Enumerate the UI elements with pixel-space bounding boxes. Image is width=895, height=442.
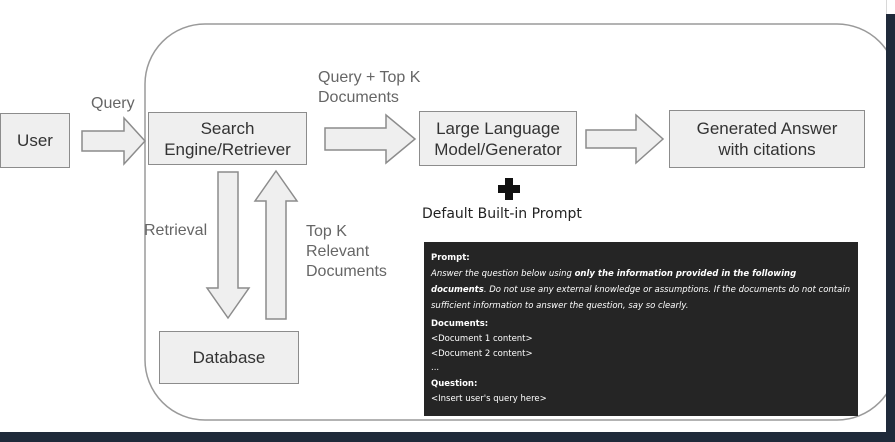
prompt-instruction: Answer the question below using only the… — [431, 266, 852, 314]
query-topk-label-line2: Documents — [318, 89, 399, 106]
topk-relevant-line1: Top K — [306, 223, 347, 240]
window-edge-bottom — [0, 432, 895, 442]
arrow-retrieval-down — [205, 171, 251, 320]
topk-relevant-line2: Relevant — [306, 243, 370, 260]
document-2-placeholder: <Document 2 content> — [431, 349, 533, 359]
prompt-panel: Prompt: Answer the question below using … — [424, 242, 858, 416]
search-engine-label-line1: Search — [200, 118, 255, 138]
prompt-heading: Prompt: — [431, 253, 470, 263]
question-placeholder: <Insert user's query here> — [431, 394, 547, 404]
window-edge-right — [886, 0, 895, 442]
instruction-emphasis: only the information provided in the fol… — [431, 269, 797, 295]
arrow-topk-up — [253, 169, 299, 320]
topk-relevant-label: Top K Relevant Documents — [306, 222, 387, 282]
arrow-search-to-llm — [324, 113, 417, 165]
llm-node: Large Language Model/Generator — [419, 111, 577, 166]
answer-label-line2: with citations — [718, 140, 816, 159]
retrieval-label: Retrieval — [144, 222, 208, 239]
documents-ellipsis: ... — [431, 363, 440, 373]
search-engine-label-line2: Engine/Retriever — [164, 139, 291, 159]
llm-label-line2: Model/Generator — [434, 139, 562, 159]
arrow-llm-to-answer — [585, 113, 665, 165]
pipeline-container — [144, 23, 895, 421]
topk-relevant-line3: Documents — [306, 263, 387, 280]
database-node: Database — [159, 331, 299, 384]
instruction-text-end: . Do not use any external knowledge or a… — [431, 285, 851, 311]
default-prompt-caption: Default Built-in Prompt — [422, 206, 582, 222]
query-topk-label: Query + Top K Documents — [318, 68, 420, 108]
answer-node: Generated Answer with citations — [669, 110, 865, 168]
database-label: Database — [192, 348, 266, 367]
search-engine-node: Search Engine/Retriever — [148, 112, 307, 165]
llm-label-line1: Large Language — [436, 118, 560, 138]
user-node-label: User — [17, 131, 53, 150]
arrow-user-to-search — [81, 116, 147, 166]
documents-heading: Documents: — [431, 319, 489, 329]
question-heading: Question: — [431, 379, 478, 389]
document-1-placeholder: <Document 1 content> — [431, 334, 533, 344]
plus-icon — [498, 178, 520, 200]
query-label: Query — [91, 95, 135, 112]
query-topk-label-line1: Query + Top K — [318, 69, 421, 86]
instruction-text-start: Answer the question below using — [431, 269, 575, 279]
answer-label-line1: Generated Answer — [696, 119, 838, 138]
user-node: User — [0, 113, 70, 168]
